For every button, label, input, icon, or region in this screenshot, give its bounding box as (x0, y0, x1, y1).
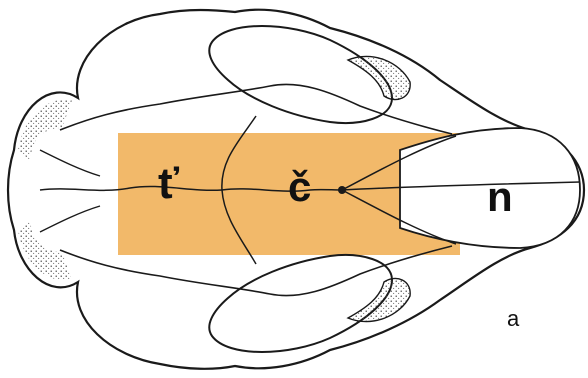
bregma-point (338, 186, 346, 194)
label-frontal: č (288, 166, 311, 208)
label-panel-a: a (507, 308, 519, 330)
stipple-zygomatic-lower (348, 278, 410, 321)
label-parietal: ť (158, 162, 179, 206)
label-nasal: n (487, 176, 513, 218)
suture-occipital (40, 150, 100, 232)
stipple-occipital (18, 99, 72, 160)
orbit-lower (209, 255, 392, 352)
stipple-zygomatic-upper (348, 56, 410, 99)
